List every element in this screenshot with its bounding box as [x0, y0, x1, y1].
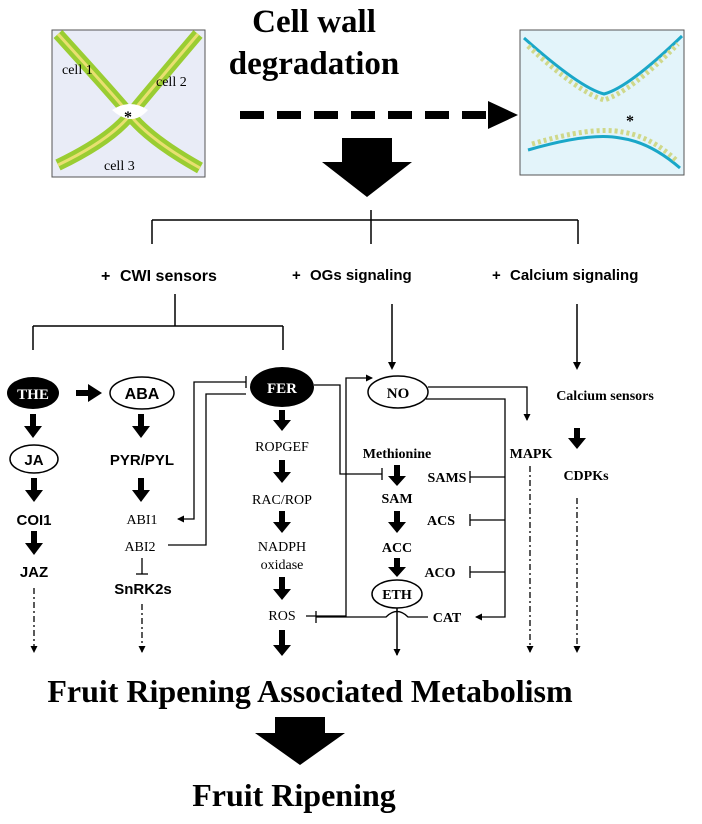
fer-node: FER	[250, 367, 314, 407]
the-to-aba-arrow	[76, 384, 102, 402]
ogs-signaling-label: OGs signaling	[310, 267, 412, 284]
the-label: THE	[17, 387, 49, 403]
eth-label: ETH	[382, 588, 412, 603]
methionine-label: Methionine	[363, 447, 431, 462]
title-line-1: Cell wall	[252, 4, 376, 40]
fer-to-ropgef-arrow	[273, 410, 291, 431]
sams-label: SAMS	[428, 471, 467, 486]
abi2-inhibits-snrk2s	[136, 558, 148, 575]
plus-ogs: +	[292, 267, 301, 284]
aco-label: ACO	[424, 566, 455, 581]
left-star: *	[124, 109, 132, 126]
abi1-label: ABI1	[126, 513, 157, 528]
degraded-cell-wall-panel: *	[519, 29, 685, 176]
no-to-mapk-arrow	[428, 386, 531, 421]
ropgef-label: ROPGEF	[255, 440, 309, 455]
ros-label: ROS	[268, 609, 295, 624]
sensors-to-cdpks-arrow	[568, 428, 586, 449]
ropgef-to-racrop-arrow	[273, 460, 291, 483]
fer-sams-inhibition	[314, 384, 383, 480]
rac-rop-label: RAC/ROP	[252, 493, 312, 508]
abi2-label: ABI2	[124, 540, 155, 555]
snrk2s-label: SnRK2s	[114, 581, 172, 598]
nadph-to-ros-arrow	[273, 577, 291, 600]
acs-label: ACS	[427, 514, 455, 529]
cat-label: CAT	[433, 611, 462, 626]
title-line-2: degradation	[229, 46, 400, 82]
mapk-label: MAPK	[510, 447, 553, 462]
right-star: *	[626, 113, 634, 130]
cwi-sensors-label: CWI sensors	[120, 268, 217, 285]
calcium-sensors-label: Calcium sensors	[556, 389, 654, 404]
cell-3-label: cell 3	[104, 159, 135, 174]
jaz-label: JAZ	[20, 564, 48, 581]
sam-to-acc-arrow	[388, 511, 406, 533]
no-label: NO	[387, 386, 410, 402]
cat-inhibits-ros	[315, 610, 428, 623]
ja-to-coi1-arrow	[25, 478, 43, 502]
aba-node: ABA	[109, 376, 175, 410]
oxidase-label: oxidase	[261, 558, 304, 573]
metabolism-label: Fruit Ripening Associated Metabolism	[47, 673, 573, 709]
fruit-ripening-label: Fruit Ripening	[192, 777, 396, 813]
the-node: THE	[7, 377, 59, 409]
ros-down-arrow	[273, 630, 291, 656]
big-down-arrow	[322, 138, 412, 197]
no-node: NO	[367, 375, 429, 409]
pyr-pyl-label: PYR/PYL	[110, 452, 174, 469]
eth-node: ETH	[371, 579, 423, 609]
aba-to-pyr-arrow	[132, 414, 150, 438]
calcium-signaling-label: Calcium signaling	[510, 267, 638, 284]
top-bracket	[151, 210, 579, 244]
ja-node: JA	[9, 444, 59, 474]
cwi-bracket	[32, 294, 284, 350]
dashed-arrow	[240, 101, 518, 129]
no-to-cat-arrow	[426, 398, 506, 621]
fer-abi-connections	[168, 376, 247, 546]
pyr-to-abi1-arrow	[132, 478, 150, 502]
intact-cell-wall-panel: cell 1 cell 2 cell 3 *	[51, 29, 206, 178]
aba-label: ABA	[125, 386, 160, 403]
sam-label: SAM	[381, 492, 412, 507]
final-big-arrow	[255, 717, 345, 765]
ja-label: JA	[24, 452, 43, 469]
nadph-label: NADPH	[258, 540, 306, 555]
cdpks-label: CDPKs	[563, 469, 609, 484]
cell-2-label: cell 2	[156, 75, 187, 90]
methionine-to-sam-arrow	[388, 465, 406, 486]
the-to-ja-arrow	[24, 414, 42, 438]
coi1-to-jaz-arrow	[25, 531, 43, 555]
acc-to-eth-arrow	[388, 558, 406, 577]
coi1-label: COI1	[16, 512, 51, 529]
ros-to-no-arrow	[306, 374, 373, 617]
plus-calcium: +	[492, 267, 501, 284]
mapk-inhibitions	[469, 471, 505, 578]
acc-label: ACC	[382, 541, 412, 556]
racrop-to-nadph-arrow	[273, 511, 291, 533]
fer-label: FER	[267, 381, 297, 397]
plus-cwi: +	[101, 268, 110, 285]
cell-1-label: cell 1	[62, 63, 93, 78]
